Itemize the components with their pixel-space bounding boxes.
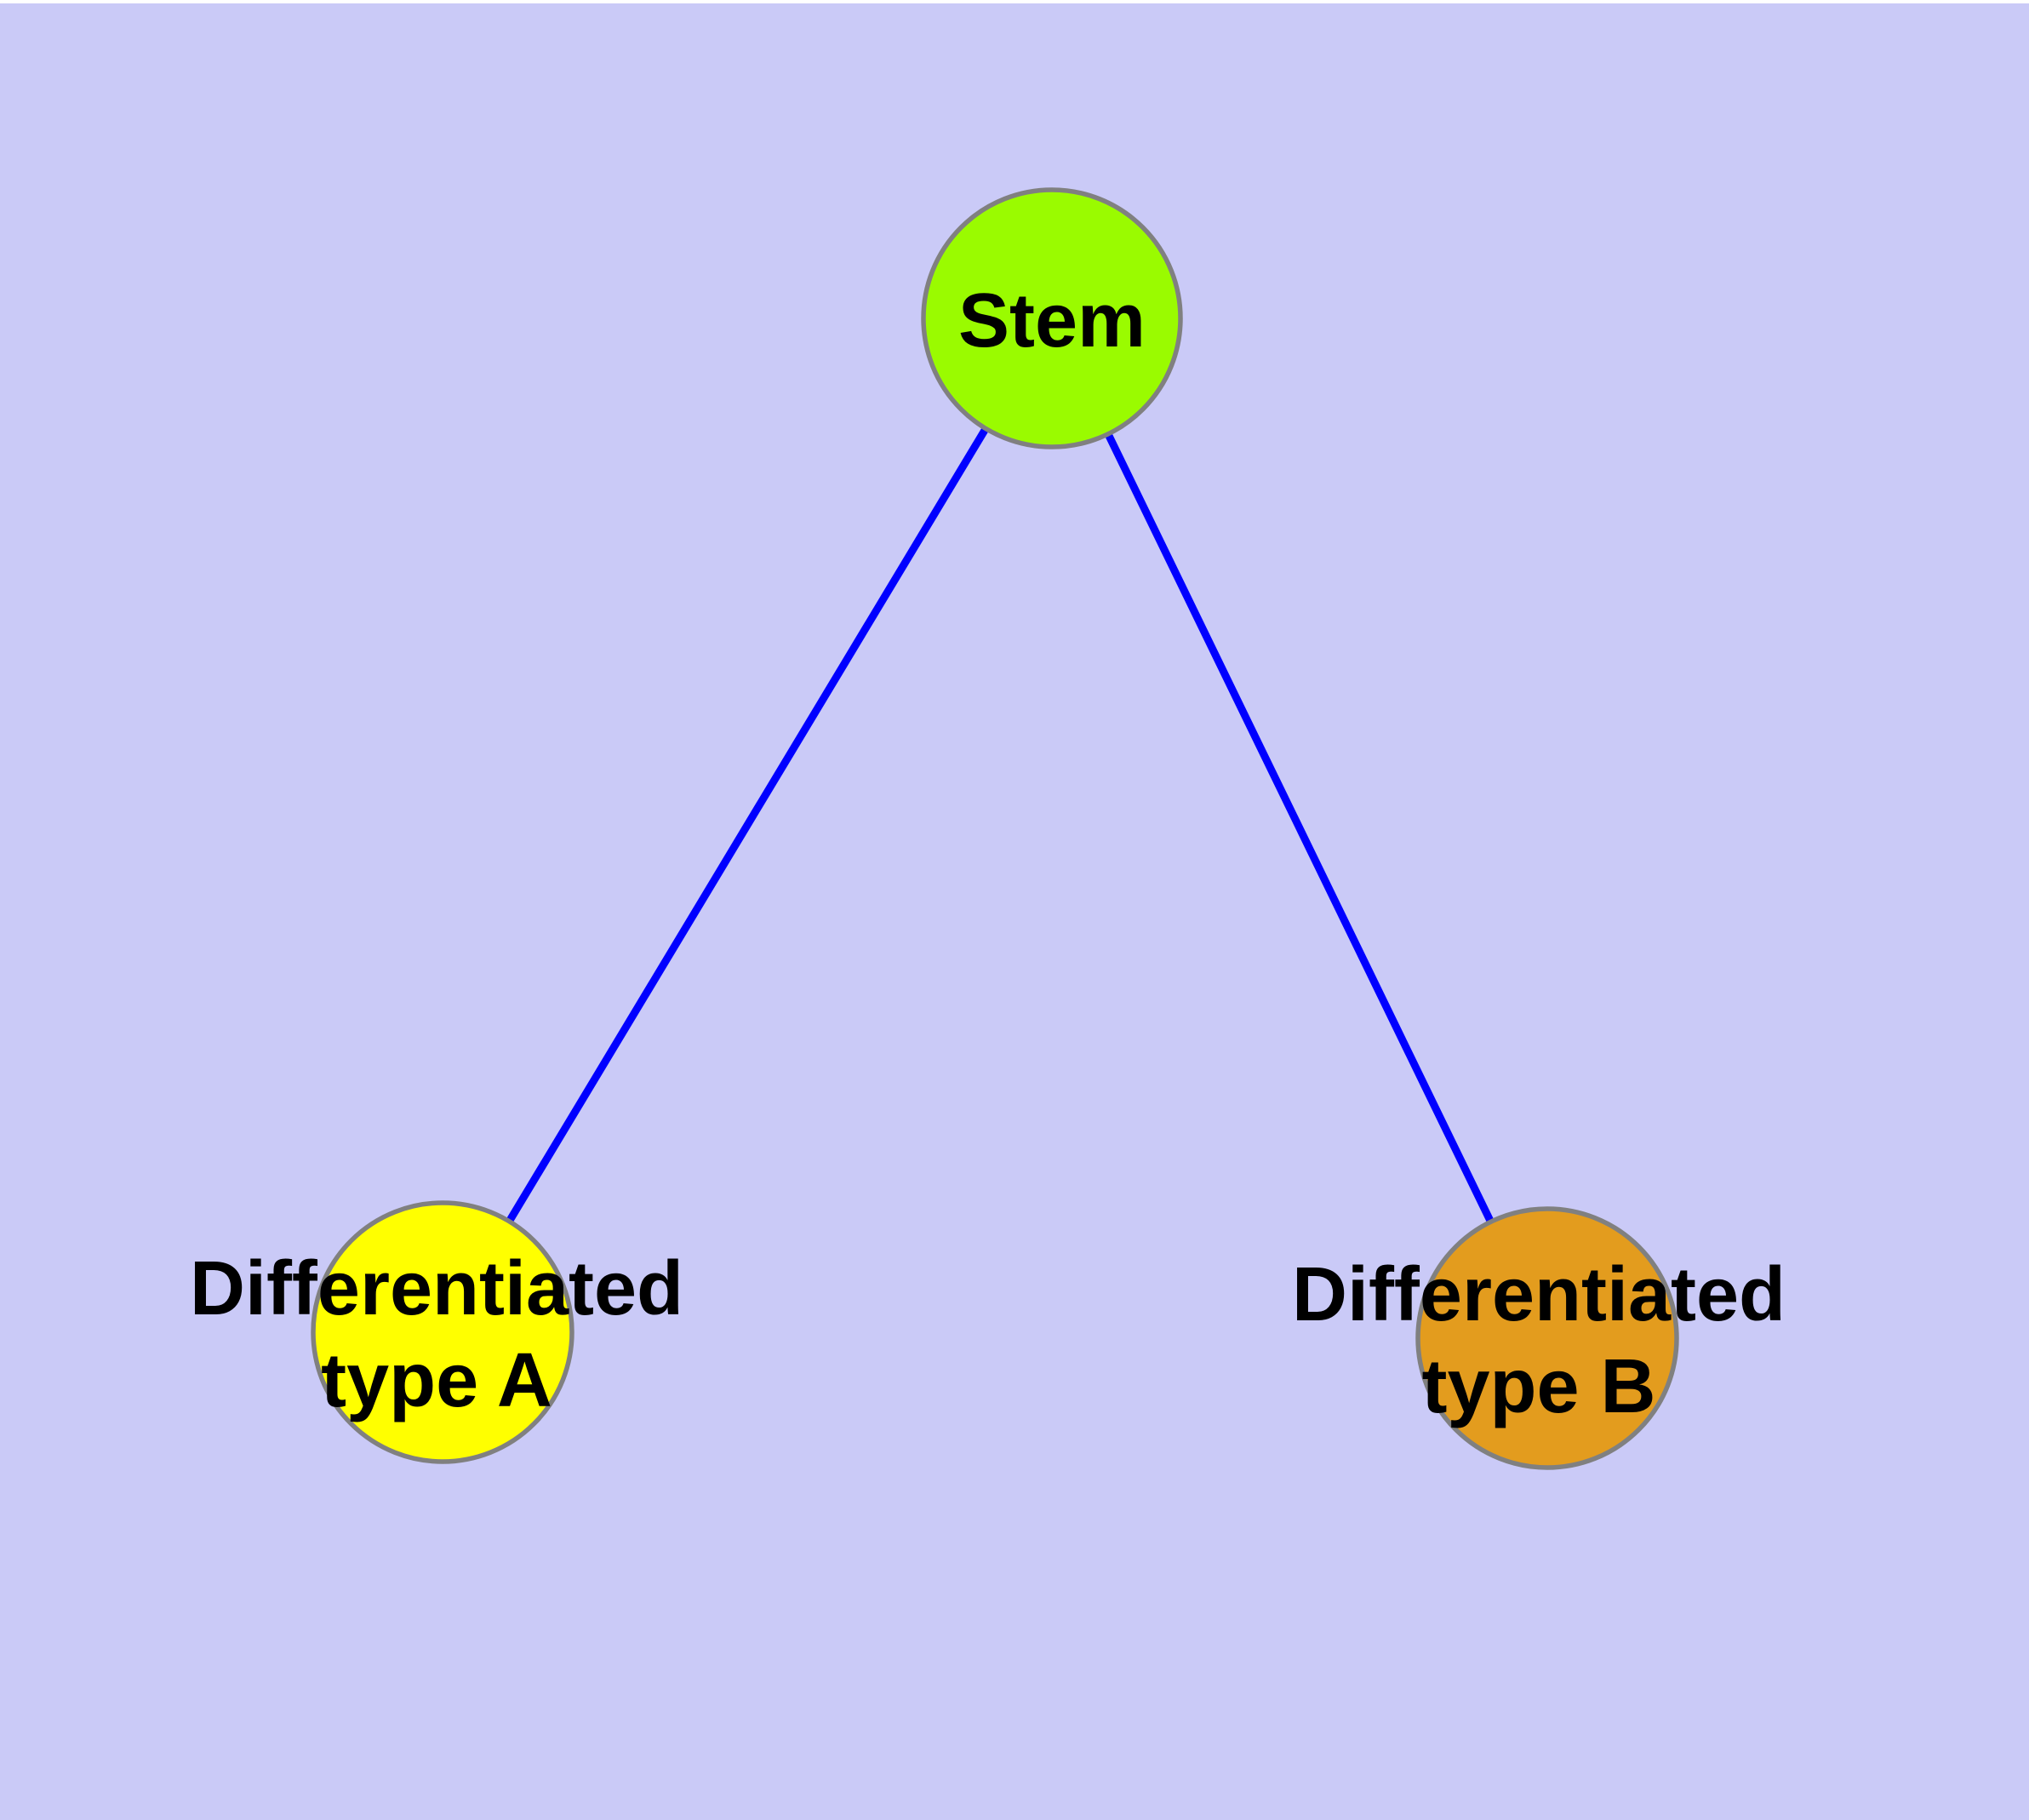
edge-stem-to-type-a [439,316,1055,1335]
node-type-b-label-line1: Differentiated [1292,1252,1786,1337]
node-stem [921,187,1183,449]
node-type-a-label-line2: type A [321,1338,552,1423]
node-type-a-label: Differentiated type A [190,1246,683,1423]
node-type-b-label-line2: type B [1421,1344,1655,1429]
node-stem-label: Stem [958,278,1146,363]
node-differentiated-type-b [1415,1206,1679,1470]
edge-stem-to-type-b [1048,317,1552,1340]
node-type-b-label: Differentiated type B [1292,1252,1786,1429]
node-type-a-label-line1: Differentiated [190,1246,683,1331]
node-differentiated-type-a [311,1200,574,1464]
